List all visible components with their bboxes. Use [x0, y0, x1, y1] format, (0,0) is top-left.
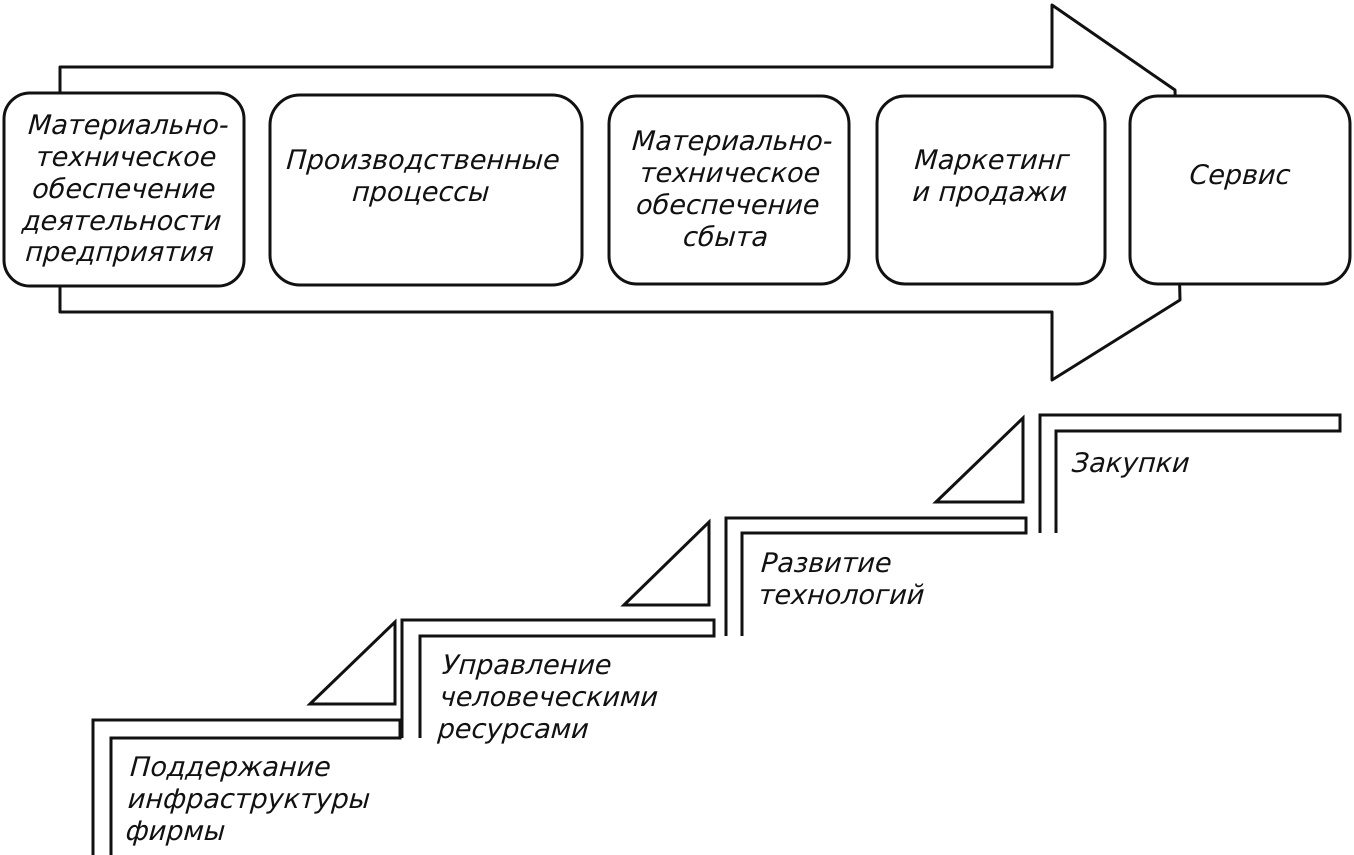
- riser-triangle-2: [620, 518, 711, 607]
- label-service: Сервис: [1188, 160, 1292, 191]
- label-inbound-logistics: Материально- техническое обеспечение дея…: [21, 110, 230, 269]
- staircase: [91, 413, 1342, 855]
- label-infrastructure: Поддержание инфраструктуры фирмы: [124, 752, 372, 847]
- label-outbound-logistics: Материально- техническое обеспечение сбы…: [631, 126, 834, 253]
- label-marketing-sales: Маркетинг и продажи: [911, 145, 1071, 208]
- step-technology-development: [724, 516, 1028, 636]
- step-hr-management: [400, 618, 716, 738]
- riser-triangle-3: [932, 414, 1025, 504]
- label-procurement: Закупки: [1070, 448, 1191, 479]
- label-operations: Производственные процессы: [285, 145, 561, 208]
- box-inbound-logistics: [2, 91, 246, 288]
- riser-triangle-1: [306, 618, 397, 706]
- box-outbound-logistics: [607, 94, 851, 286]
- label-technology-development: Развитие технологий: [757, 548, 926, 611]
- step-infrastructure: [91, 718, 402, 855]
- box-service: [1128, 94, 1352, 286]
- label-hr-management: Управление человеческими ресурсами: [436, 650, 660, 745]
- box-operations: [268, 93, 584, 287]
- step-procurement: [1038, 413, 1342, 533]
- box-marketing-sales: [875, 94, 1107, 286]
